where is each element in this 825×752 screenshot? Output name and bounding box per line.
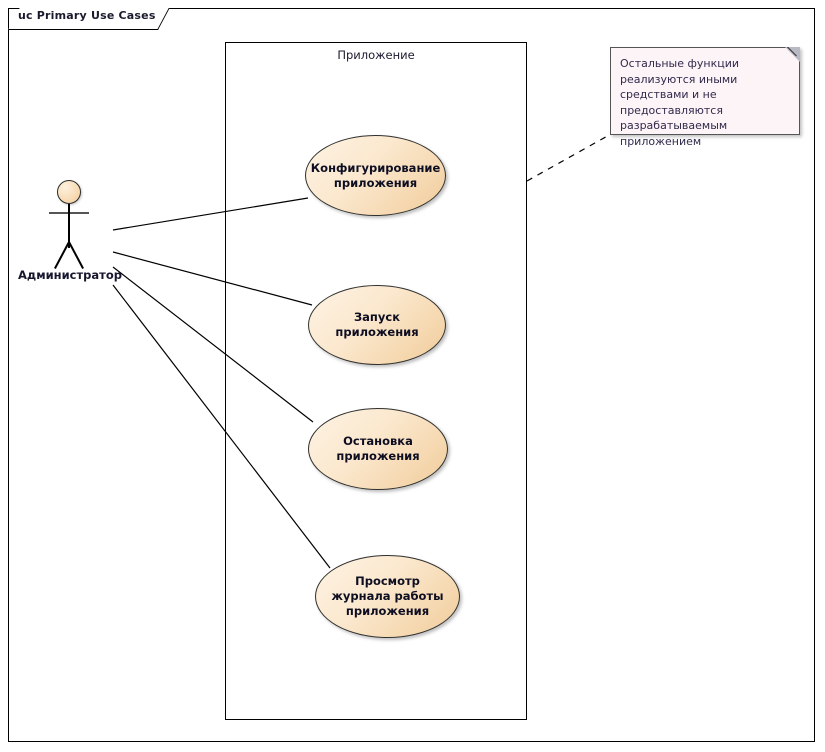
- use-case-start-application[interactable]: Запуск приложения: [308, 285, 446, 365]
- system-boundary-label: Приложение: [337, 48, 415, 62]
- diagram-frame-label: uc Primary Use Cases: [18, 9, 156, 22]
- use-case-stop-application[interactable]: Остановка приложения: [308, 408, 448, 490]
- actor-leg-left-icon: [54, 241, 70, 269]
- use-case-label: Остановка приложения: [336, 434, 420, 463]
- actor-head-icon: [57, 180, 81, 204]
- note-text: Остальные функции реализуются иными сред…: [620, 57, 740, 148]
- use-case-label: Запуск приложения: [335, 310, 419, 339]
- actor-administrator[interactable]: [40, 180, 102, 270]
- uml-note[interactable]: Остальные функции реализуются иными сред…: [610, 47, 800, 148]
- use-case-label: Просмотр журнала работы приложения: [331, 574, 444, 618]
- actor-label-administrator: Администратор: [18, 268, 122, 282]
- actor-body-icon: [68, 204, 70, 248]
- use-case-configure-application[interactable]: Конфигурирование приложения: [305, 135, 446, 216]
- use-case-label: Конфигурирование приложения: [310, 160, 441, 190]
- use-case-view-application-log[interactable]: Просмотр журнала работы приложения: [315, 555, 460, 638]
- actor-leg-right-icon: [68, 241, 84, 269]
